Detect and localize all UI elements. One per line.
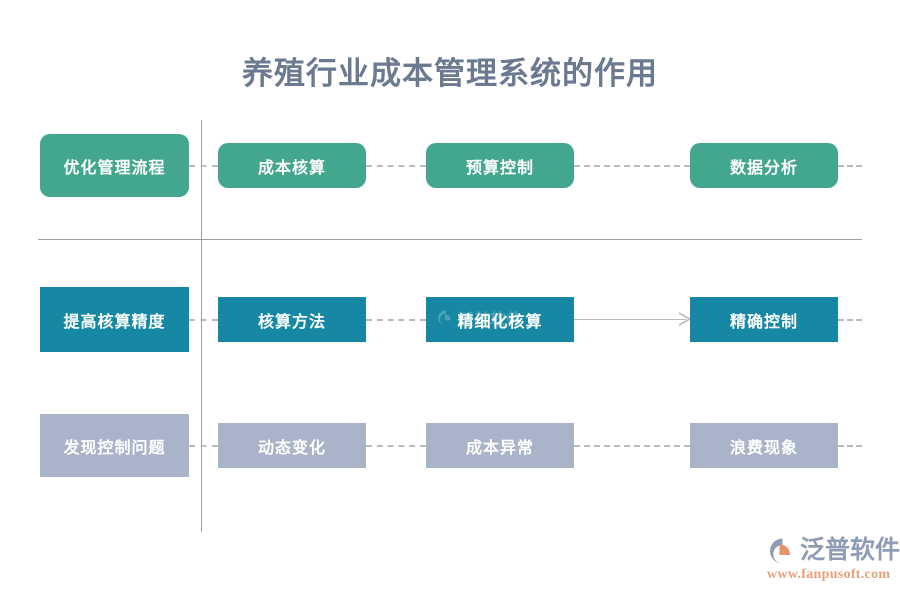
vertical-divider bbox=[201, 120, 202, 532]
node-row1-2[interactable]: 预算控制 bbox=[426, 143, 574, 188]
connector-row2-1-to-2 bbox=[366, 319, 426, 321]
node-row2-lead[interactable]: 提高核算精度 bbox=[40, 287, 189, 352]
page-title: 养殖行业成本管理系统的作用 bbox=[242, 56, 658, 91]
horizontal-divider bbox=[38, 239, 862, 240]
node-row1-1[interactable]: 成本核算 bbox=[218, 143, 366, 188]
connector-row2-lead-to-1 bbox=[189, 319, 218, 321]
connector-row3-1-to-2 bbox=[366, 445, 426, 447]
fanpu-swoosh-icon bbox=[766, 536, 796, 566]
node-row2-1[interactable]: 核算方法 bbox=[218, 297, 366, 342]
node-row3-3[interactable]: 浪费现象 bbox=[690, 423, 838, 468]
node-row3-2[interactable]: 成本异常 bbox=[426, 423, 574, 468]
node-row1-lead[interactable]: 优化管理流程 bbox=[40, 134, 189, 197]
connector-row2-tail bbox=[838, 319, 862, 321]
connector-row1-tail bbox=[838, 165, 862, 167]
brand-name: 泛普软件 bbox=[800, 537, 900, 564]
node-row2-3[interactable]: 精确控制 bbox=[690, 297, 838, 342]
node-row3-lead[interactable]: 发现控制问题 bbox=[40, 414, 189, 477]
arrow-row2-2-to-3-line bbox=[574, 319, 686, 320]
connector-row3-lead-to-1 bbox=[189, 445, 218, 447]
connector-row3-2-to-3 bbox=[574, 445, 690, 447]
connector-row1-2-to-3 bbox=[574, 165, 690, 167]
brand-url: www.fanpusoft.com bbox=[767, 567, 891, 582]
brand-logo: 泛普软件 www.fanpusoft.com bbox=[766, 536, 900, 592]
node-row2-2[interactable]: 精细化核算 bbox=[426, 297, 574, 342]
node-row1-3[interactable]: 数据分析 bbox=[690, 143, 838, 188]
connector-row3-tail bbox=[838, 445, 862, 447]
connector-row1-1-to-2 bbox=[366, 165, 426, 167]
connector-row1-lead-to-1 bbox=[189, 165, 218, 167]
node-row3-1[interactable]: 动态变化 bbox=[218, 423, 366, 468]
brand-logo-row: 泛普软件 bbox=[766, 536, 900, 566]
